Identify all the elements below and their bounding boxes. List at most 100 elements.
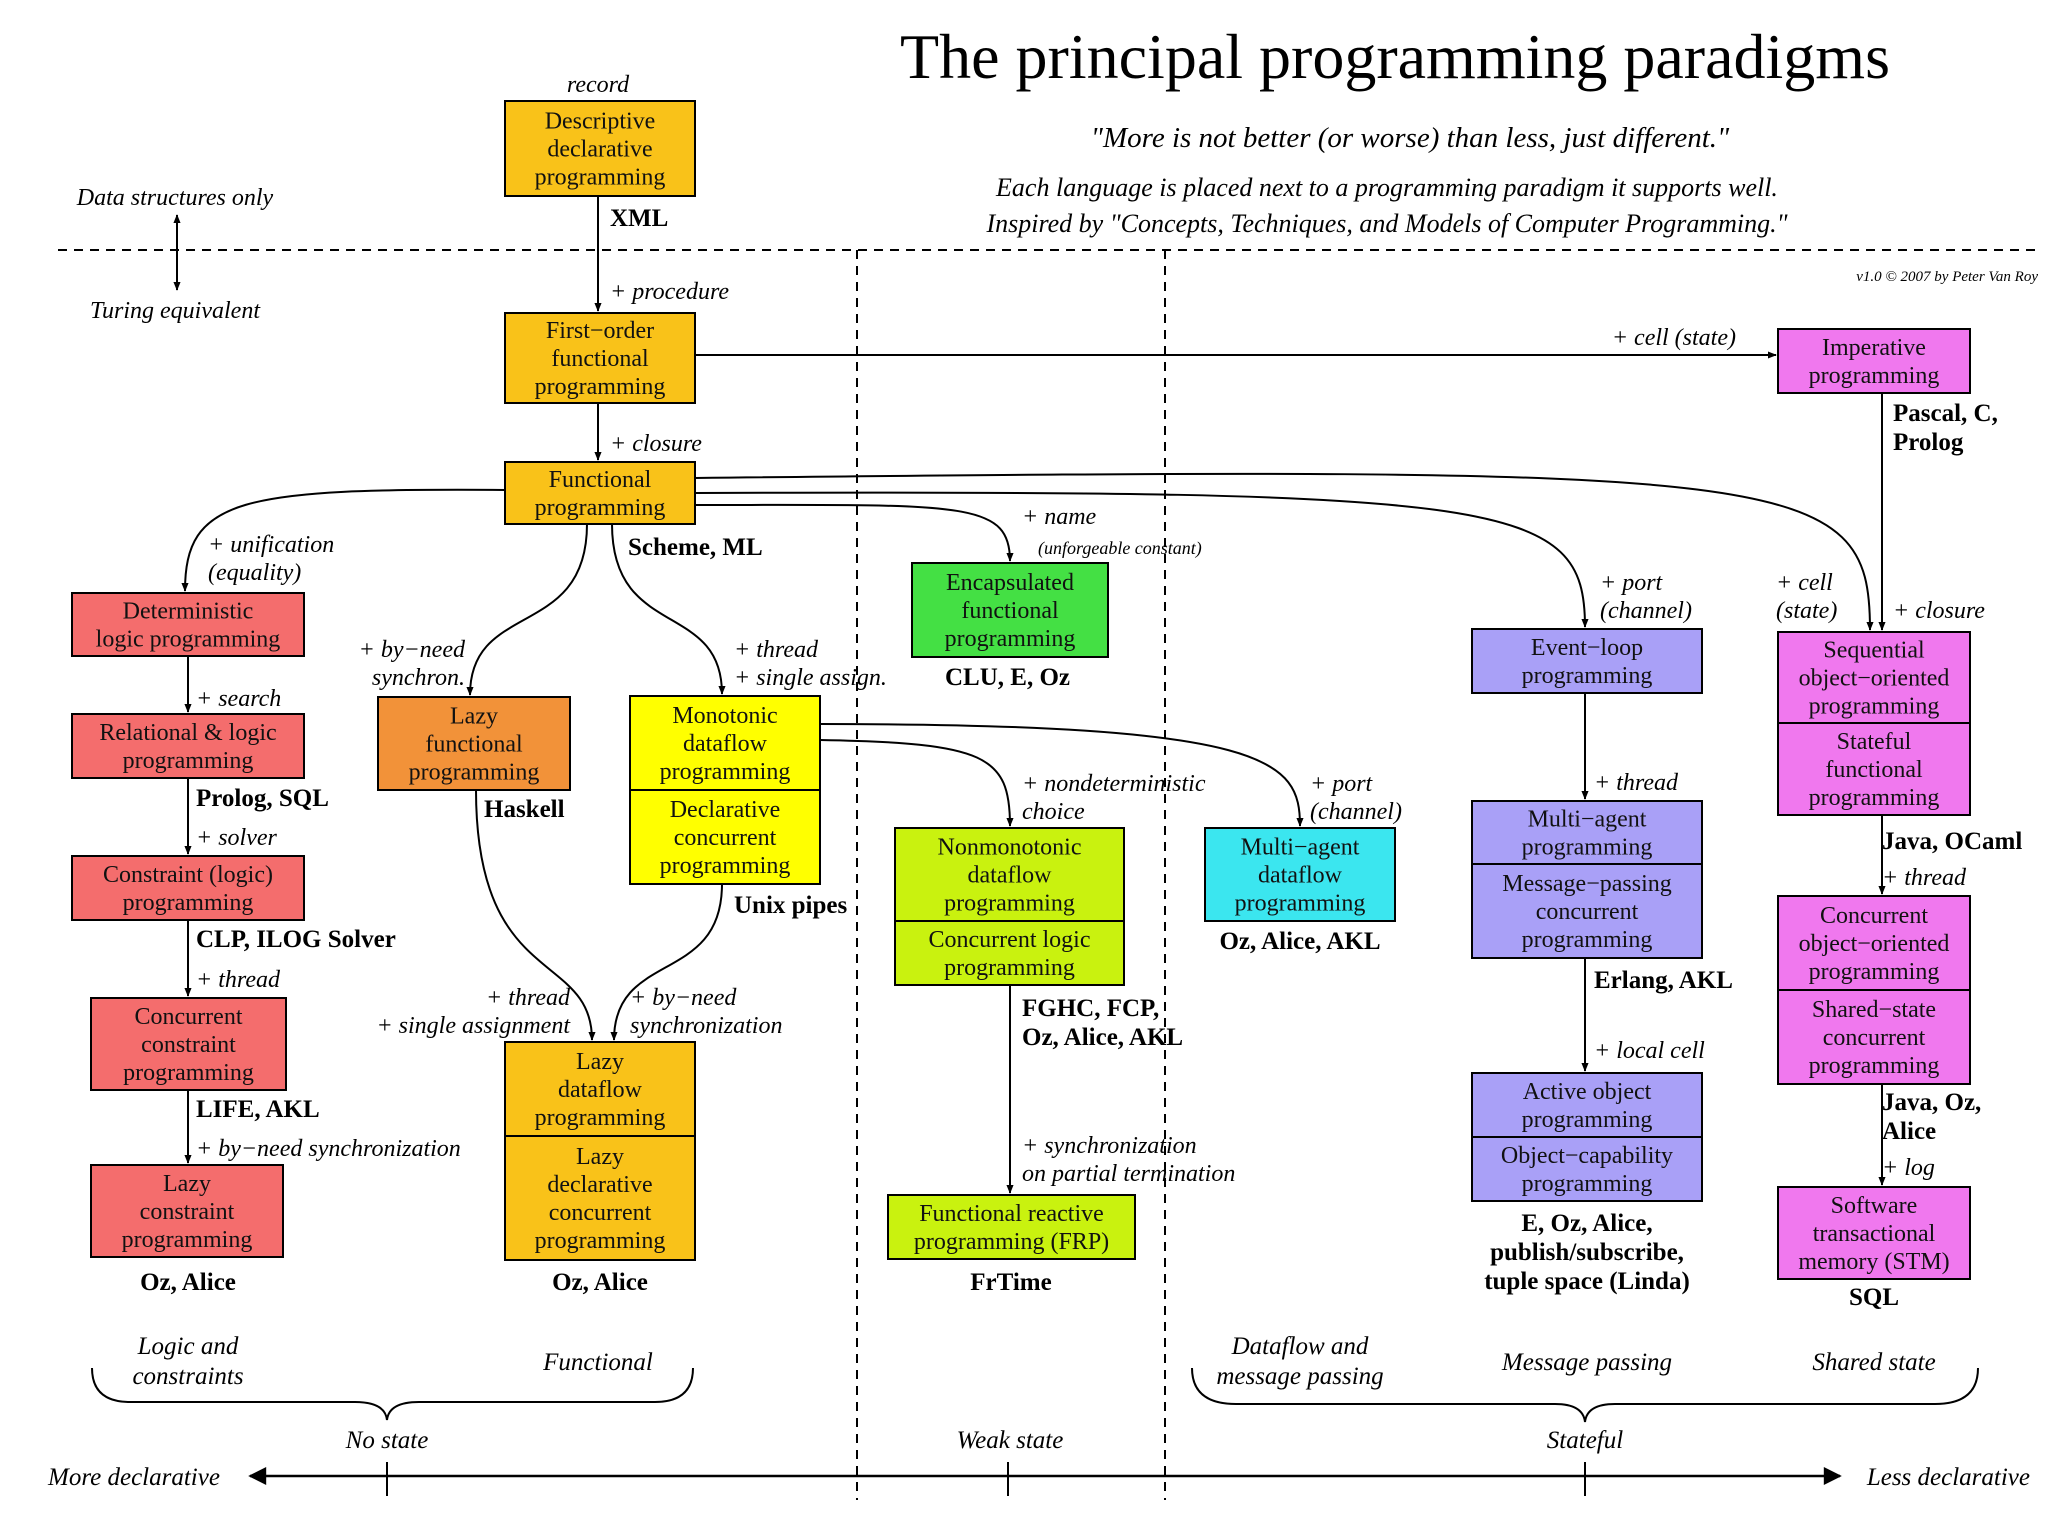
- edge-label-cell-state-right-line: (state): [1776, 598, 1837, 624]
- edge-monotonic-to-lazy-dataflow: [610, 883, 723, 1041]
- paradigm-label: Lazy: [163, 1171, 211, 1197]
- paradigm-box: [1471, 1072, 1703, 1138]
- left-axis-bottom-label: Turing equivalent: [90, 298, 261, 324]
- edge-label-by-need-synchron-line: synchron.: [372, 665, 465, 691]
- edge-monotonic-to-multi-agent-dataflow: [819, 723, 1304, 827]
- paradigm-box: [1777, 989, 1971, 1085]
- paradigm-label: Multi−agent: [1528, 807, 1647, 833]
- edge-label-thread-single-line: + thread: [734, 637, 819, 663]
- paradigm-constraint-logic: Constraint (logic)programming: [71, 855, 305, 921]
- edge-label-log-line: + log: [1882, 1155, 1935, 1181]
- paradigm-label: Deterministic: [123, 599, 254, 625]
- edge-label-unification-line: (equality): [208, 560, 301, 586]
- paradigm-label: object−oriented: [1799, 931, 1950, 957]
- language-sql-line: SQL: [1849, 1284, 1899, 1311]
- edge-label-procedure-line: + procedure: [610, 279, 729, 305]
- edge-label-thread-single: + thread+ single assign.: [734, 637, 887, 691]
- edge-label-unforgeable: (unforgeable constant): [1038, 538, 1202, 559]
- paradigm-label: Software: [1831, 1193, 1918, 1219]
- paradigm-label: Lazy: [450, 704, 498, 730]
- paradigm-box: [504, 1135, 696, 1261]
- paradigm-label: programming: [1809, 959, 1940, 985]
- edge-label-cell-state-top: + cell (state): [1612, 325, 1736, 351]
- paradigm-box: [629, 695, 821, 791]
- paradigm-label: programming: [1809, 694, 1940, 720]
- edge-label-thread-left: + thread: [196, 967, 281, 993]
- edge-label-thread-mid: + thread: [1594, 770, 1679, 796]
- paradigm-box: [71, 855, 305, 921]
- group-label-logic-constraints-line: constraints: [132, 1363, 243, 1390]
- group-label-shared-state-line: Shared state: [1812, 1349, 1935, 1376]
- paradigm-label: declarative: [547, 1172, 652, 1198]
- edge-label-thread-single-assignment-line: + thread: [486, 985, 571, 1011]
- paradigm-box: [1777, 1186, 1971, 1280]
- edge-label-cell-state-top-line: + cell (state): [1612, 325, 1736, 351]
- edge-lazy-functional-to-lazy-dataflow: [475, 789, 596, 1041]
- paradigm-label: programming: [1522, 1171, 1653, 1197]
- edge-label-port-channel-right-line: + port: [1600, 570, 1664, 596]
- paradigm-label: Lazy: [576, 1144, 624, 1170]
- edge-functional-to-lazy-functional: [466, 523, 588, 696]
- edge-label-nondeterministic-line: choice: [1022, 799, 1085, 825]
- paradigm-label: memory (STM): [1798, 1249, 1949, 1275]
- paradigm-label: Imperative: [1822, 335, 1926, 361]
- language-erlang-line: Erlang, AKL: [1594, 967, 1733, 994]
- edge-label-closure-right: + closure: [1893, 598, 1985, 624]
- edge-label-solver-line: + solver: [196, 825, 278, 851]
- language-life-akl: LIFE, AKL: [196, 1096, 320, 1123]
- paradigm-label: concurrent: [1536, 899, 1639, 925]
- paradigm-label: Monotonic: [672, 703, 777, 729]
- language-fghc-line: Oz, Alice, AKL: [1022, 1024, 1183, 1051]
- edge-label-thread-single-assignment: + thread+ single assignment: [376, 985, 571, 1039]
- paradigm-box: [1204, 827, 1396, 922]
- language-e-oz-line: E, Oz, Alice,: [1521, 1210, 1652, 1237]
- paradigm-label: Concurrent: [1820, 903, 1928, 929]
- left-axis-top-label: Data structures only: [76, 185, 274, 211]
- edge-label-port-channel-mid-line: + port: [1310, 771, 1374, 797]
- language-xml-line: XML: [610, 205, 668, 232]
- edge-label-unforgeable-line: (unforgeable constant): [1038, 538, 1202, 559]
- group-label-logic-constraints-line: Logic and: [137, 1333, 239, 1360]
- paradigm-label: programming: [944, 891, 1075, 917]
- group-label-dataflow-message-line: message passing: [1216, 1363, 1383, 1390]
- paradigm-label: programming: [123, 890, 254, 916]
- page-subtitle: "More is not better (or worse) than less…: [1091, 122, 1730, 154]
- paradigm-box: [1777, 895, 1971, 991]
- paradigm-label: programming: [535, 1105, 666, 1131]
- language-clp-line: CLP, ILOG Solver: [196, 926, 396, 953]
- paradigm-box: [894, 827, 1125, 922]
- edge-label-by-need-synchronization-line: synchronization: [630, 1013, 782, 1039]
- paradigm-label: concurrent: [549, 1200, 652, 1226]
- paradigm-label: programming: [123, 748, 254, 774]
- language-clu: CLU, E, Oz: [945, 664, 1070, 691]
- paradigm-label: programming (FRP): [914, 1229, 1109, 1255]
- group-label-weak-state: Weak state: [957, 1427, 1064, 1454]
- paradigm-label: object−oriented: [1799, 666, 1950, 692]
- group-label-shared-state: Shared state: [1812, 1349, 1935, 1376]
- language-java-oz-alice-line: Java, Oz,: [1882, 1089, 1981, 1116]
- brace-no-state: [91, 1367, 694, 1421]
- edge-label-port-channel-right-line: (channel): [1600, 598, 1692, 624]
- paradigm-label: programming: [1235, 891, 1366, 917]
- language-scheme-ml-line: Scheme, ML: [628, 534, 763, 561]
- paradigm-label: Stateful: [1837, 729, 1912, 755]
- language-clp: CLP, ILOG Solver: [196, 926, 396, 953]
- group-label-stateful: Stateful: [1547, 1427, 1623, 1454]
- page-description-1: Each language is placed next to a progra…: [995, 173, 1778, 202]
- language-pascal-line: Prolog: [1893, 429, 1964, 456]
- edge-label-sync-partial-line: on partial termination: [1022, 1161, 1235, 1187]
- paradigm-box: [1471, 863, 1703, 959]
- group-label-stateful-line: Stateful: [1547, 1427, 1623, 1454]
- language-oz-alice-left-line: Oz, Alice: [140, 1269, 236, 1296]
